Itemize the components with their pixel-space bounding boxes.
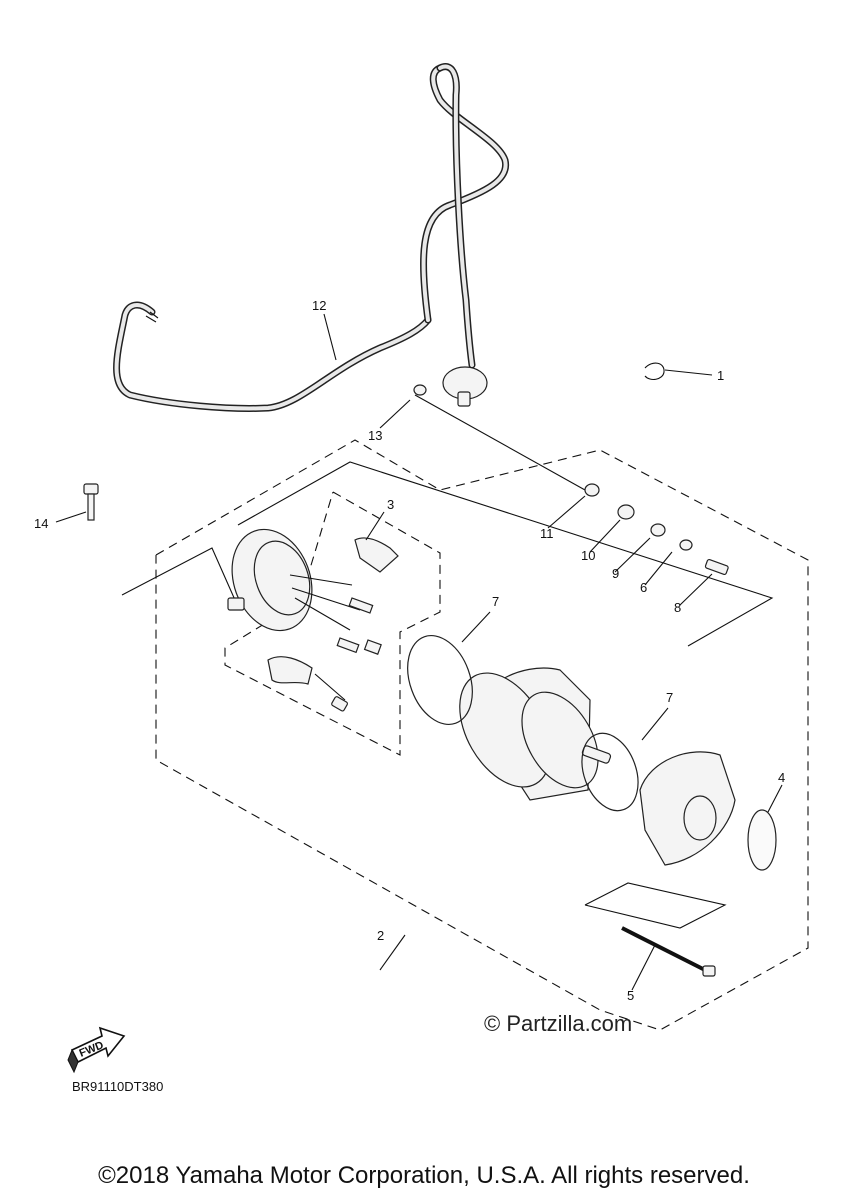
callout-4: 4: [778, 770, 785, 785]
reference-frame-bolt: [237, 461, 774, 647]
small-parts: [413, 362, 729, 576]
callout-9: 9: [612, 566, 619, 581]
assembly-outline-2: [155, 439, 809, 1031]
reference-frame-bottom: [584, 882, 727, 929]
brush-parts: [267, 537, 399, 712]
starter-cable: [113, 63, 510, 412]
front-cover: [639, 751, 777, 871]
rear-cover: [227, 528, 313, 632]
callout-3: 3: [387, 497, 394, 512]
callout-13: 13: [368, 428, 382, 443]
fwd-label: FWD: [78, 1039, 106, 1060]
watermark: © Partzilla.com: [484, 1011, 633, 1036]
copyright-notice: ©2018 Yamaha Motor Corporation, U.S.A. A…: [98, 1162, 750, 1189]
o-ring-7-left: [407, 634, 473, 726]
callout-14: 14: [34, 516, 48, 531]
o-ring-7-right: [581, 732, 639, 812]
callout-2: 2: [377, 928, 384, 943]
callout-12: 12: [312, 298, 326, 313]
callout-7-right: 7: [666, 690, 673, 705]
leader-lines: [55, 313, 783, 991]
callout-6: 6: [640, 580, 647, 595]
callout-5: 5: [627, 988, 634, 1003]
callout-1: 1: [717, 368, 724, 383]
reference-line-13: [414, 394, 586, 491]
fwd-arrow-icon: FWD: [67, 1026, 126, 1074]
through-bolt-5: [621, 926, 716, 977]
bolt-14: [83, 483, 99, 521]
callout-7-left: 7: [492, 594, 499, 609]
diagram-code: BR91110DT380: [72, 1079, 164, 1094]
callout-8: 8: [674, 600, 681, 615]
callout-10: 10: [581, 548, 595, 563]
armature: [459, 667, 612, 801]
callout-11: 11: [540, 526, 554, 541]
reference-line-left: [121, 547, 236, 601]
